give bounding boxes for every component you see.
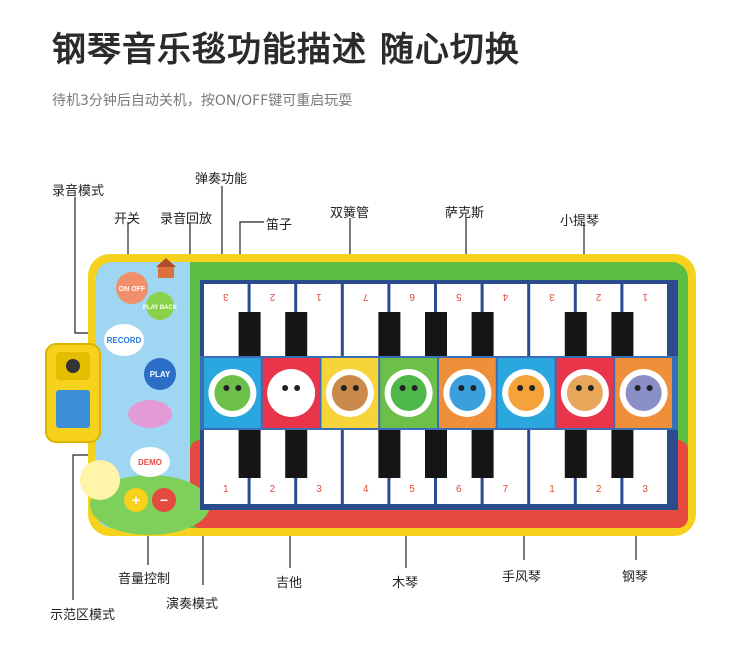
key-number-bottom: 2: [596, 484, 602, 495]
volume-down-button[interactable]: −: [152, 488, 176, 512]
key-number-bottom: 2: [270, 484, 276, 495]
black-key-bottom[interactable]: [611, 426, 634, 478]
elephant-icon[interactable]: [443, 369, 492, 417]
black-key-top[interactable]: [611, 312, 634, 364]
record-label: RECORD: [107, 336, 142, 345]
key-number-top: 6: [409, 291, 415, 302]
callout-saxophone: 萨克斯: [445, 206, 485, 221]
volume-up-button[interactable]: +: [124, 488, 148, 512]
key-number-top: 1: [316, 291, 322, 302]
battery-panel: [56, 390, 90, 428]
instrument-strip: [200, 356, 678, 430]
demo-button[interactable]: DEMO: [130, 447, 170, 477]
key-number-bottom: 5: [409, 484, 415, 495]
callout-accordion: 手风琴: [502, 570, 542, 585]
callout-record-mode: 录音模式: [52, 184, 105, 199]
black-key-bottom[interactable]: [378, 426, 401, 478]
key-number-bottom: 1: [223, 484, 229, 495]
volume-down-label: −: [160, 492, 168, 508]
key-number-bottom: 4: [363, 484, 369, 495]
callout-sheng: 双簧管: [330, 206, 370, 221]
black-key-bottom[interactable]: [238, 426, 261, 478]
crocodile-icon[interactable]: [384, 369, 433, 417]
grass-hill: [90, 475, 210, 535]
callout-xylophone: 木琴: [392, 576, 419, 591]
on-off-label: ON OFF: [119, 286, 146, 293]
demo-label: DEMO: [138, 458, 162, 467]
black-key-bottom[interactable]: [564, 426, 587, 478]
callout-flute: 笛子: [266, 218, 293, 233]
record-button[interactable]: RECORD: [104, 324, 144, 356]
page-subtitle: 待机3分钟后自动关机，按ON/OFF键可重启玩耍: [52, 93, 353, 109]
key-number-bottom: 6: [456, 484, 462, 495]
key-number-top: 4: [502, 291, 508, 302]
key-number-bottom: 3: [316, 484, 322, 495]
volume-up-label: +: [132, 492, 140, 508]
callout-on-off: 开关: [114, 212, 141, 227]
black-key-top[interactable]: [564, 312, 587, 364]
zebra-icon[interactable]: [267, 369, 316, 417]
key-number-top: 7: [362, 291, 368, 302]
key-number-top: 5: [456, 291, 462, 302]
black-key-top[interactable]: [471, 312, 494, 364]
on-off-button[interactable]: ON OFF: [116, 272, 148, 304]
black-keys: [238, 312, 634, 478]
key-number-top: 3: [223, 291, 229, 302]
lion-icon[interactable]: [502, 369, 551, 417]
cloud-button[interactable]: [128, 400, 172, 428]
key-number-top: 2: [595, 291, 601, 302]
callout-play-mode: 演奏模式: [166, 597, 219, 612]
key-number-top: 1: [642, 291, 648, 302]
key-number-bottom: 3: [642, 484, 648, 495]
speaker-icon: [66, 359, 80, 373]
callout-volume: 音量控制: [118, 572, 171, 587]
play-label: PLAY: [150, 370, 171, 379]
callout-demo-mode: 示范区模式: [50, 608, 116, 623]
black-key-top[interactable]: [425, 312, 447, 364]
playback-button[interactable]: PLAY BACK: [143, 292, 178, 320]
key-number-bottom: 1: [549, 484, 555, 495]
key-number-bottom: 7: [503, 484, 509, 495]
black-key-bottom[interactable]: [471, 426, 494, 478]
hippo-icon[interactable]: [619, 369, 668, 417]
house-icon: [156, 258, 176, 278]
key-number-top: 2: [269, 291, 275, 302]
frog-icon[interactable]: [208, 369, 257, 417]
callout-playback: 录音回放: [160, 212, 213, 227]
page-title: 钢琴音乐毯功能描述 随心切换: [52, 30, 520, 70]
playback-label: PLAY BACK: [143, 305, 178, 311]
black-key-bottom[interactable]: [425, 426, 447, 478]
callout-play-function: 弹奏功能: [195, 172, 248, 187]
play-button[interactable]: PLAY: [144, 358, 176, 390]
deer-icon[interactable]: [560, 369, 609, 417]
callout-violin: 小提琴: [560, 214, 600, 229]
black-key-top[interactable]: [285, 312, 308, 364]
black-key-top[interactable]: [238, 312, 261, 364]
callout-piano: 钢琴: [622, 570, 649, 585]
black-key-bottom[interactable]: [285, 426, 308, 478]
sun-icon: [80, 460, 120, 500]
key-number-top: 3: [549, 291, 555, 302]
monkey-icon[interactable]: [325, 369, 374, 417]
black-key-top[interactable]: [378, 312, 401, 364]
callout-guitar: 吉他: [276, 576, 303, 591]
